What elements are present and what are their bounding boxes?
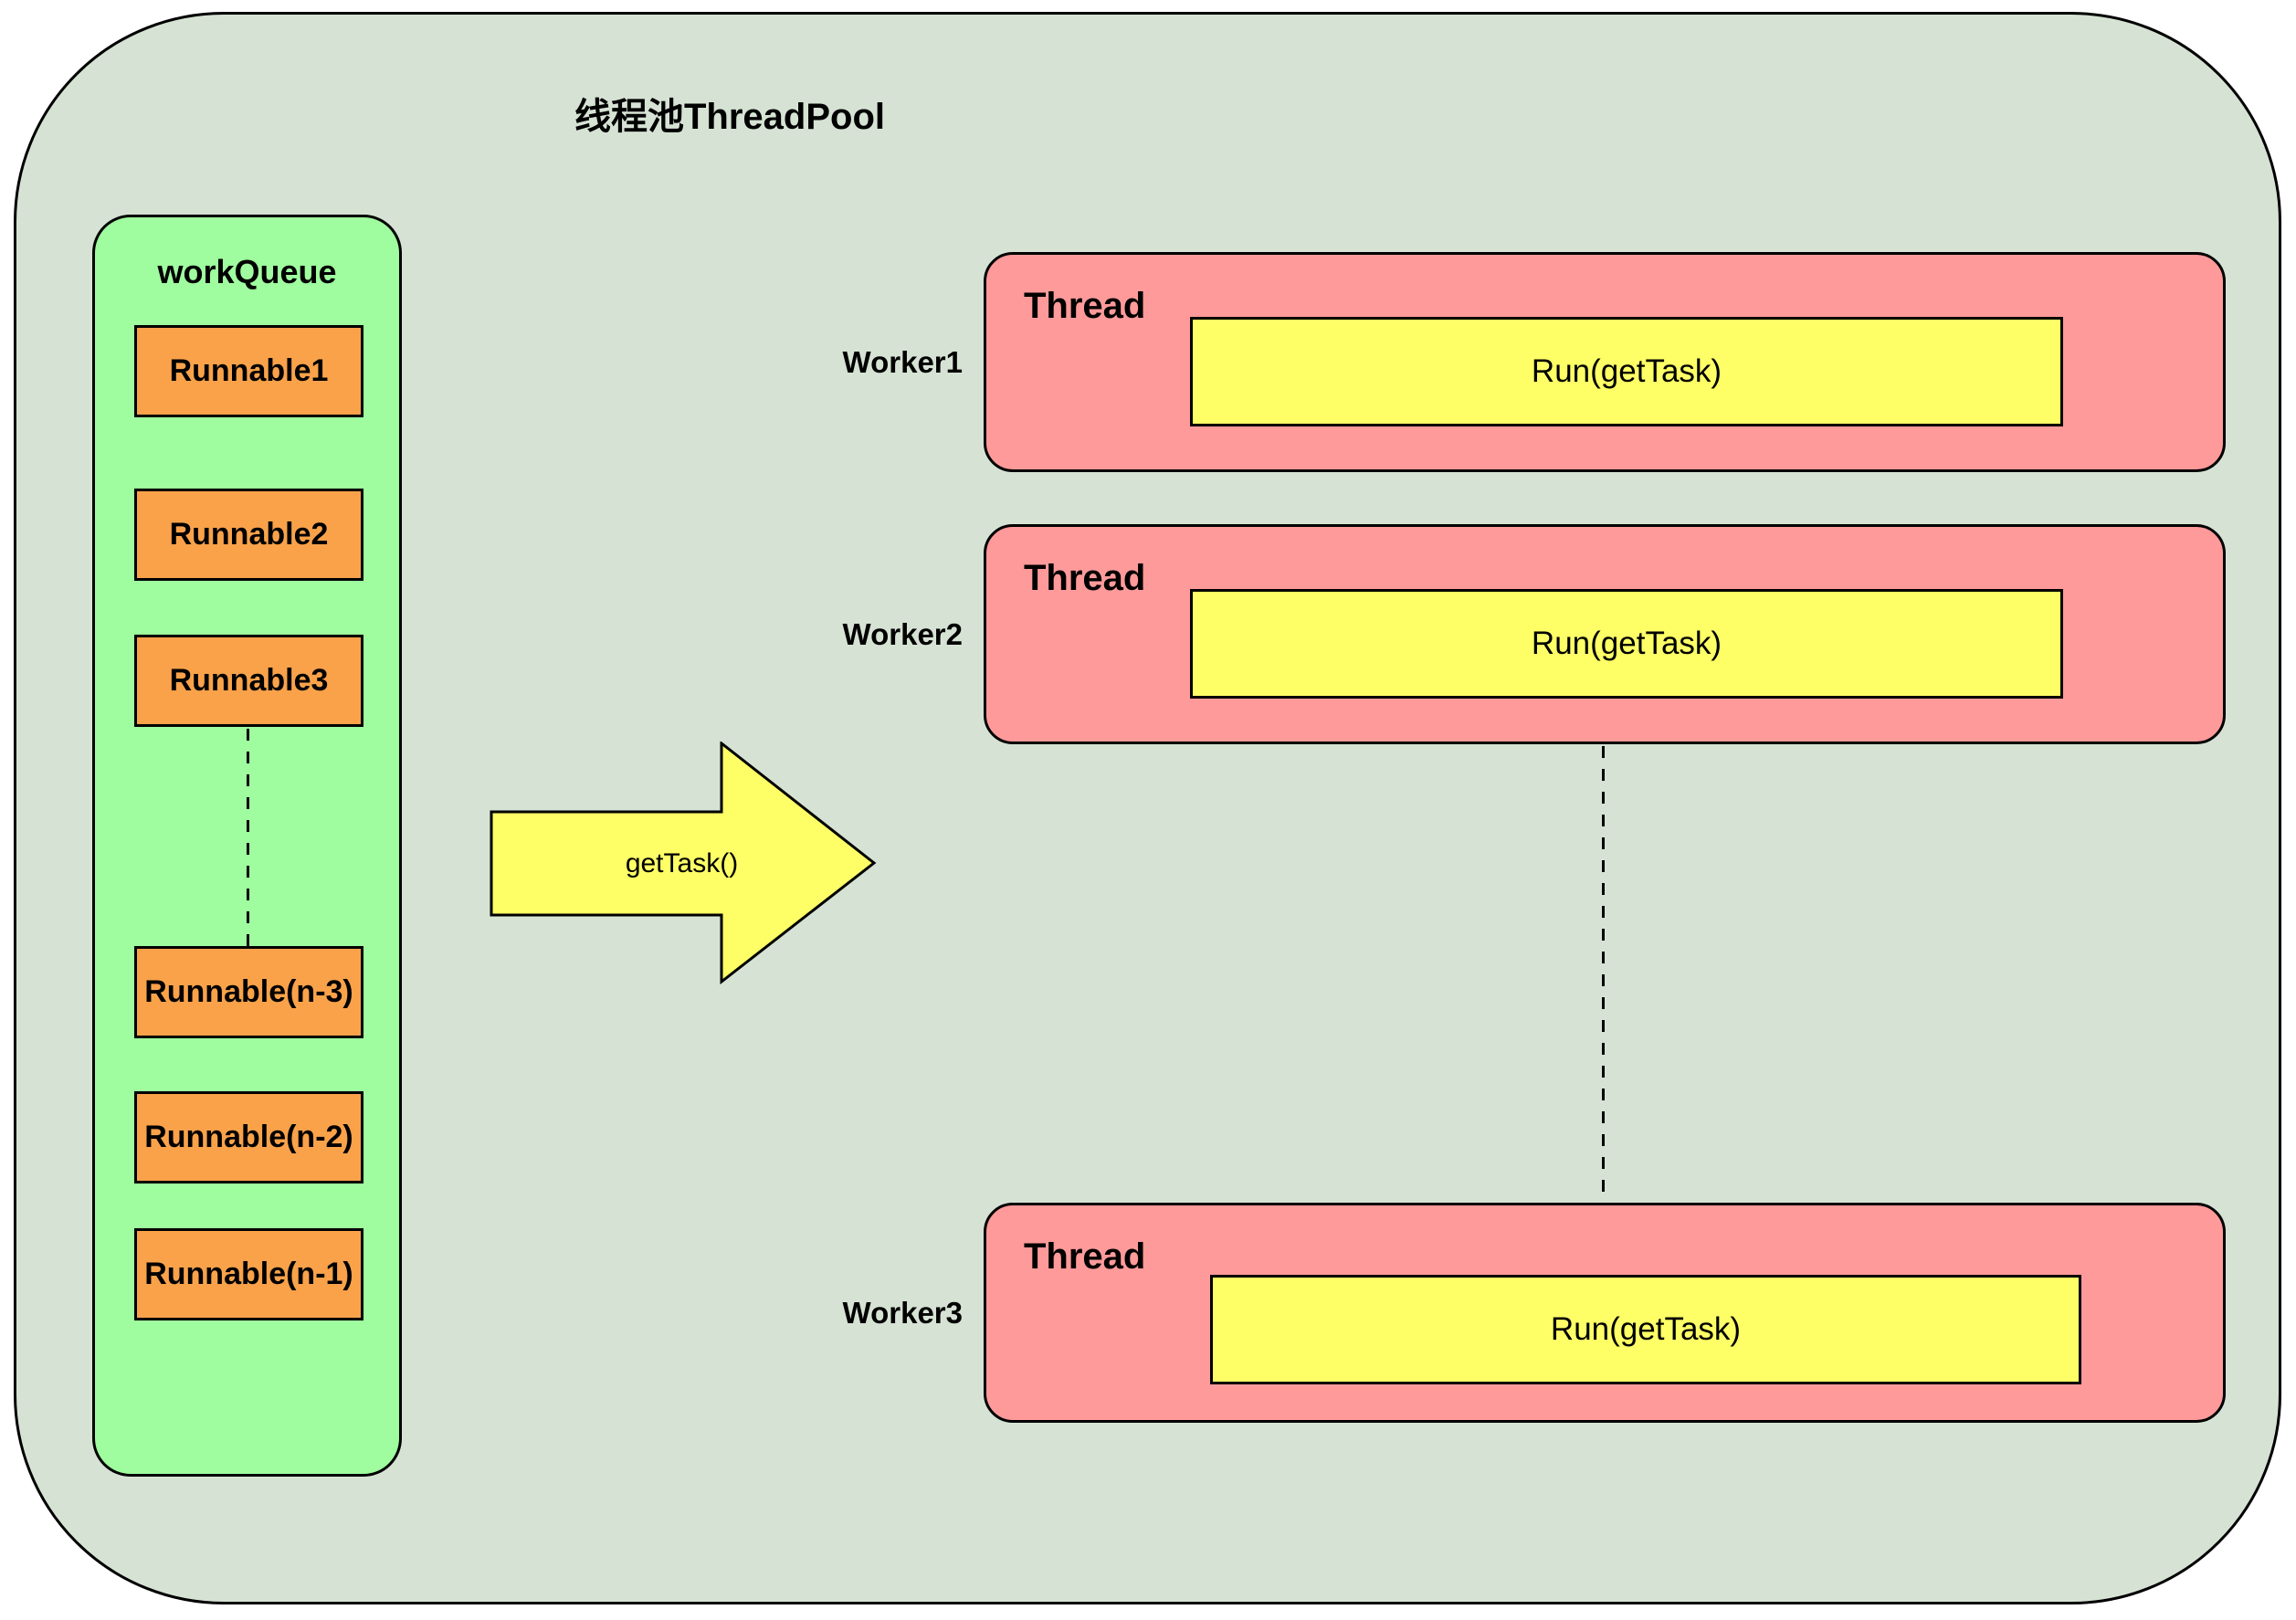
- get-task-arrow-shape: [490, 742, 877, 984]
- worker1-thread-box: Thread Run(getTask): [984, 252, 2226, 472]
- worker1-run-box: Run(getTask): [1190, 317, 2063, 426]
- get-task-arrow-label: getTask(): [625, 848, 739, 878]
- worker2-run-box: Run(getTask): [1190, 589, 2063, 699]
- queue-ellipsis-connector: [247, 729, 249, 946]
- worker3-label: Worker3: [842, 1296, 963, 1330]
- worker1-label: Worker1: [842, 345, 963, 379]
- worker2-thread-label: Thread: [1024, 558, 1146, 598]
- diagram-title: 线程池ThreadPool: [574, 97, 886, 137]
- worker3-thread-box: Thread Run(getTask): [984, 1203, 2226, 1423]
- work-queue-label: workQueue: [157, 253, 337, 290]
- worker3-run-box: Run(getTask): [1210, 1275, 2081, 1384]
- runnable-box-n-3: Runnable(n-3): [134, 946, 363, 1038]
- runnable-box-n-1: Runnable(n-1): [134, 1228, 363, 1320]
- worker3-thread-label: Thread: [1024, 1236, 1146, 1277]
- runnable-box-n-2: Runnable(n-2): [134, 1091, 363, 1183]
- worker-ellipsis-connector: [1602, 746, 1605, 1203]
- worker1-thread-label: Thread: [1024, 286, 1146, 326]
- runnable-box-2: Runnable2: [134, 489, 363, 581]
- runnable-box-1: Runnable1: [134, 325, 363, 417]
- worker2-thread-box: Thread Run(getTask): [984, 524, 2226, 744]
- get-task-arrow: [490, 742, 877, 984]
- worker2-label: Worker2: [842, 617, 963, 651]
- runnable-box-3: Runnable3: [134, 635, 363, 727]
